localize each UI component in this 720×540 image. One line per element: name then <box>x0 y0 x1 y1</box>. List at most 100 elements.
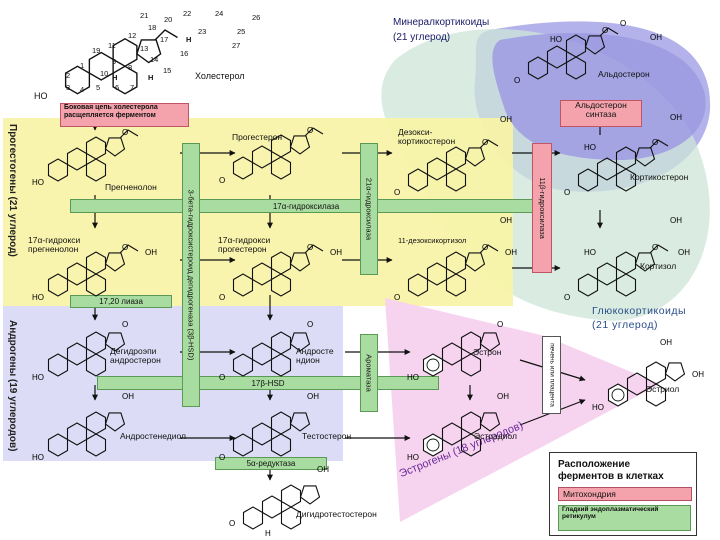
atom-label-o: O <box>307 243 313 252</box>
atom-label-ho: HO <box>32 453 44 462</box>
side-chain-line-2: расщепляется ферментом <box>64 111 156 119</box>
atom-label-oh: OH <box>505 248 517 257</box>
mineralocorticoids-subtitle: (21 углерод) <box>393 32 451 43</box>
carbon-5: 5 <box>96 83 101 92</box>
steroid-ring <box>270 353 292 377</box>
steroid-ring <box>251 342 273 366</box>
atom-label-o: O <box>652 243 658 252</box>
enzyme-aromatase: Ароматаза <box>360 334 378 412</box>
steroid-ring <box>426 157 448 181</box>
steroid-d-ring <box>634 252 656 272</box>
steroid-d-ring <box>464 147 486 167</box>
label-17oh-progesterone: 17α-гидрокси прогестерон <box>218 235 271 254</box>
atom-label-oh: OH <box>497 392 509 401</box>
steroid-ring <box>85 331 107 355</box>
atom-label-oh: OH <box>307 392 319 401</box>
side-chain-cleavage-enzyme: Боковая цепь холестерола расщепляется фе… <box>60 103 189 127</box>
atom-label-ho: HO <box>32 293 44 302</box>
steroid-ring <box>85 411 107 435</box>
label-17oh-pregnenolone: 17α-гидрокси прегненолон <box>28 235 81 254</box>
label-dihydrotestosterone: Дигидротестостерон <box>296 509 377 519</box>
progesterone-structure: OO <box>219 126 324 185</box>
atom-label-ho: HO <box>584 143 596 152</box>
steroid-ring <box>261 495 283 519</box>
mineralocorticoids-title: Минералкортикоиды <box>393 17 490 28</box>
testosterone-structure: OOH <box>219 392 319 462</box>
carbon-3: 3 <box>66 83 71 92</box>
steroid-ring <box>66 147 88 171</box>
atom-label-o: O <box>564 293 570 302</box>
steroid-ring <box>527 56 549 80</box>
carbon-26: 26 <box>252 13 261 22</box>
steroid-ring <box>407 273 429 297</box>
androstenedione-structure: OO <box>219 320 313 382</box>
label-testosterone: Тестостерон <box>302 431 352 441</box>
steroid-d-ring <box>104 252 126 272</box>
atom-label-o: O <box>514 76 520 85</box>
atom-label-o: O <box>482 138 488 147</box>
steroid-ring <box>242 506 264 530</box>
steroid-ring <box>615 251 637 275</box>
steroid-ring <box>596 157 618 181</box>
carbon-20: 20 <box>164 15 173 24</box>
steroid-d-ring <box>289 135 311 155</box>
steroid-ring <box>270 251 292 275</box>
dhea-structure: HOO <box>32 320 128 382</box>
atom-label-oh: OH <box>317 465 329 474</box>
steroid-ring <box>565 56 587 80</box>
carbon-17: 17 <box>160 35 169 44</box>
aromatic-ring-circle <box>611 388 625 402</box>
progestogens-label: Прогестогены (21 углерод) <box>7 124 18 257</box>
atom-label-o: O <box>620 19 626 28</box>
steroid-ring <box>270 433 292 457</box>
atom-label-o: O <box>394 188 400 197</box>
enzyme-21a-hydroxylase-label: 21α-гидроксилаза <box>364 177 374 241</box>
atom-label-ho: HO <box>407 453 419 462</box>
steroid-ring <box>645 361 667 385</box>
steroid-d-ring <box>634 147 656 167</box>
atom-label-o: O <box>564 188 570 197</box>
carbon-19: 19 <box>92 46 101 55</box>
steroid-d-ring <box>479 412 501 432</box>
estrone-structure: HOO <box>407 320 503 382</box>
atom-label-o: O <box>307 126 313 135</box>
enzyme-3b-hsd-label: 3-бета-гидроксистероид дегидрогеназа (3β… <box>186 189 196 361</box>
enzyme-aldosterone-synthase: Альдостерон синтаза <box>560 100 642 127</box>
steroid-ring <box>85 158 107 182</box>
legend-title: Расположение ферментов в клетках <box>558 459 664 482</box>
side-chain <box>479 139 499 149</box>
cholesterol-h-14: H <box>148 73 154 82</box>
steroid-ring <box>441 422 463 446</box>
steroid-d-ring <box>136 39 162 64</box>
steroid-ring <box>251 422 273 446</box>
carbon-13: 13 <box>140 44 149 53</box>
steroid-ring <box>445 251 467 275</box>
carbon-25: 25 <box>237 27 246 36</box>
cholesterol-h-9: H <box>112 73 118 82</box>
label-estriol: Эстриол <box>646 384 680 394</box>
steroid-ring <box>422 433 444 457</box>
carbon-6: 6 <box>115 83 120 92</box>
steroid-ring <box>47 353 69 377</box>
steroid-ring <box>626 372 648 396</box>
cholesterol-h-17: H <box>186 35 192 44</box>
carbon-12: 12 <box>128 31 137 40</box>
legend-smooth-er: Гладкий эндоплазматический ретикулум <box>558 505 691 531</box>
steroid-ring <box>426 262 448 286</box>
steroid-ring <box>66 262 88 286</box>
carbon-14: 14 <box>150 55 159 64</box>
carbon-2: 2 <box>66 71 71 80</box>
side-chain <box>599 27 619 37</box>
steroid-ring <box>85 251 107 275</box>
carbon-11: 11 <box>108 41 116 50</box>
steroid-ring <box>615 168 637 192</box>
atom-label-o: O <box>219 176 225 185</box>
steroid-d-ring <box>584 35 606 55</box>
